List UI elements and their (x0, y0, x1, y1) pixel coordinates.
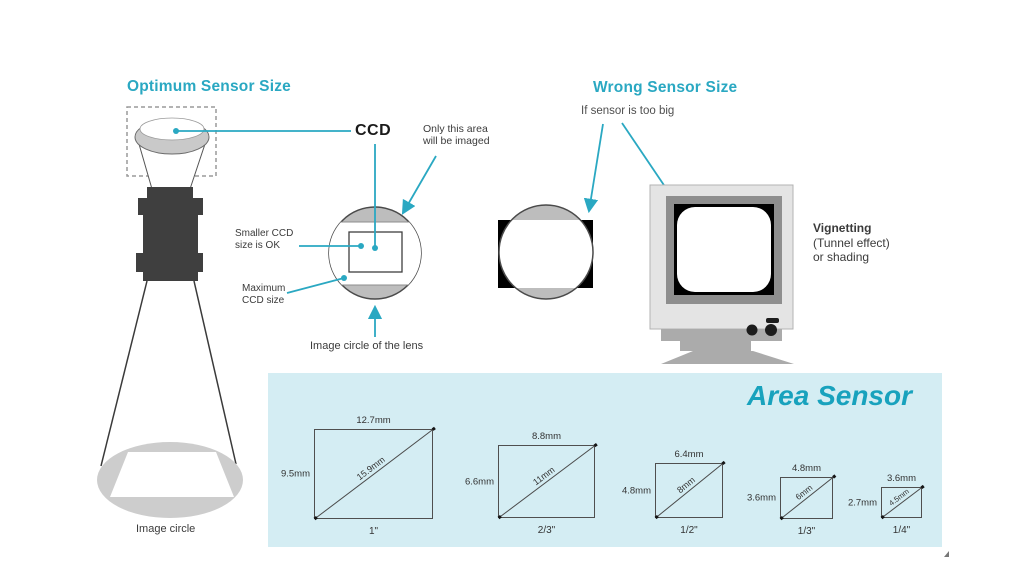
too-big-circle-outline (498, 204, 594, 300)
area-sensor-title: Area Sensor (747, 380, 912, 411)
vignetting-note: Vignetting (Tunnel effect) or shading (813, 221, 890, 265)
image-circle-caption: Image circle (136, 523, 196, 535)
vignette-area (677, 207, 771, 292)
sensor-height-label: 4.8mm (621, 485, 651, 496)
maximum-ccd-pointer-line (286, 277, 345, 294)
sensor-size-label: 1/4" (892, 525, 911, 536)
ccd-label: CCD (355, 122, 392, 139)
sensor-height-label: 9.5mm (280, 468, 310, 480)
optimum-title: Optimum Sensor Size (127, 78, 291, 95)
smaller-ccd-dot (358, 243, 364, 249)
vignetting-line3: or shading (813, 250, 870, 264)
vignetting-line2: (Tunnel effect) (813, 235, 890, 250)
sensor-size-label: 1/2" (680, 525, 698, 536)
lens-circle-caption: Image circle of the lens (310, 340, 424, 352)
sensor-diagonal: 15.9mm (315, 428, 435, 519)
sensor-diagonal-label: 11mm (531, 464, 557, 488)
too-big-arrow-left (583, 123, 604, 214)
monitor-button-right (765, 324, 777, 336)
monitor-base (661, 351, 794, 364)
image-circle-highlight (110, 452, 234, 497)
sensor-rectangle: 6mm (780, 475, 835, 519)
lens-image-circle-figure (328, 206, 422, 300)
smaller-ccd-note: Smaller CCD size is OK (235, 228, 293, 252)
lens-barrel (136, 187, 203, 281)
ccd-target-dot (372, 245, 378, 251)
sensor-1-3-inch: 4.8mm 3.6mm 6mm 1/3" (747, 463, 835, 537)
sensor-diagonal: 11mm (499, 444, 597, 518)
sensor-height-label: 3.6mm (746, 492, 776, 504)
sensor-width-label: 3.6mm (886, 473, 917, 484)
imaged-area-note-line2: will be imaged (423, 135, 490, 148)
wrong-subtitle: If sensor is too big (581, 105, 675, 117)
lens-figure (97, 106, 243, 518)
sensor-width-label: 6.4mm (674, 449, 704, 460)
sensor-size-label: 2/3" (537, 525, 556, 536)
wrong-title: Wrong Sensor Size (593, 79, 738, 96)
maximum-ccd-dot (341, 275, 347, 281)
smaller-ccd-note-line1: Smaller CCD (235, 228, 294, 239)
sensor-height-label: 2.7mm (847, 497, 877, 508)
sensor-size-label: 1/3" (797, 526, 816, 537)
maximum-ccd-note: Maximum CCD size (242, 283, 285, 307)
sensor-size-label: 1" (368, 526, 379, 537)
sensor-rectangle: 15.9mm (314, 428, 435, 519)
sensor-rectangle: 8mm (655, 462, 725, 518)
sensor-diagonal-label: 8mm (675, 474, 697, 496)
sensor-rectangle: 11mm (498, 444, 597, 518)
sensor-width-label: 12.7mm (356, 415, 391, 426)
vignetting-line1: Vignetting (813, 221, 872, 235)
ccd-dot (173, 128, 179, 134)
too-big-sensor-figure (498, 204, 594, 300)
sensor-diagonal-label: 15.9mm (354, 454, 387, 483)
sensor-diagonal: 8mm (656, 462, 725, 518)
light-cone-right (193, 280, 237, 465)
corner-mark (944, 551, 949, 557)
imaged-area-note-line1: Only this area (423, 123, 488, 135)
maximum-ccd-note-line1: Maximum (242, 283, 286, 294)
sensor-width-label: 8.8mm (531, 431, 562, 442)
sensor-2-3-inch: 8.8mm 6.6mm 11mm 2/3" (465, 431, 597, 536)
sensor-1-2-inch: 6.4mm 4.8mm 8mm 1/2" (622, 449, 725, 536)
monitor-neck-step (680, 341, 751, 351)
monitor-power-slot (766, 318, 779, 323)
lens-glass-highlight (139, 117, 205, 141)
light-cone-left (100, 280, 148, 467)
monitor-neck (661, 329, 782, 341)
sensor-diagonal: 6mm (781, 475, 835, 519)
maximum-ccd-note-line2: CCD size (242, 294, 285, 306)
too-big-imaged-area (499, 220, 593, 288)
sensor-1-inch: 12.7mm 9.5mm 15.9mm 1" (281, 415, 435, 537)
teal-connectors (176, 122, 676, 337)
sensor-rectangle: 4.5mm (881, 486, 924, 518)
sensor-1-4-inch: 3.6mm 2.7mm 4.5mm 1/4" (848, 473, 924, 536)
ccd-dashed-box (126, 106, 217, 177)
smaller-ccd-note-line2: size is OK (235, 239, 281, 251)
sensor-width-label: 4.8mm (791, 463, 822, 474)
imaged-area-note: Only this area will be imaged (423, 123, 490, 148)
monitor-figure (649, 184, 794, 364)
sensor-diagonal: 4.5mm (882, 486, 924, 518)
sensor-height-label: 6.6mm (464, 476, 494, 487)
imaged-area-arrow (401, 155, 437, 215)
teal-dots (173, 128, 378, 281)
monitor-button-left (746, 324, 758, 336)
